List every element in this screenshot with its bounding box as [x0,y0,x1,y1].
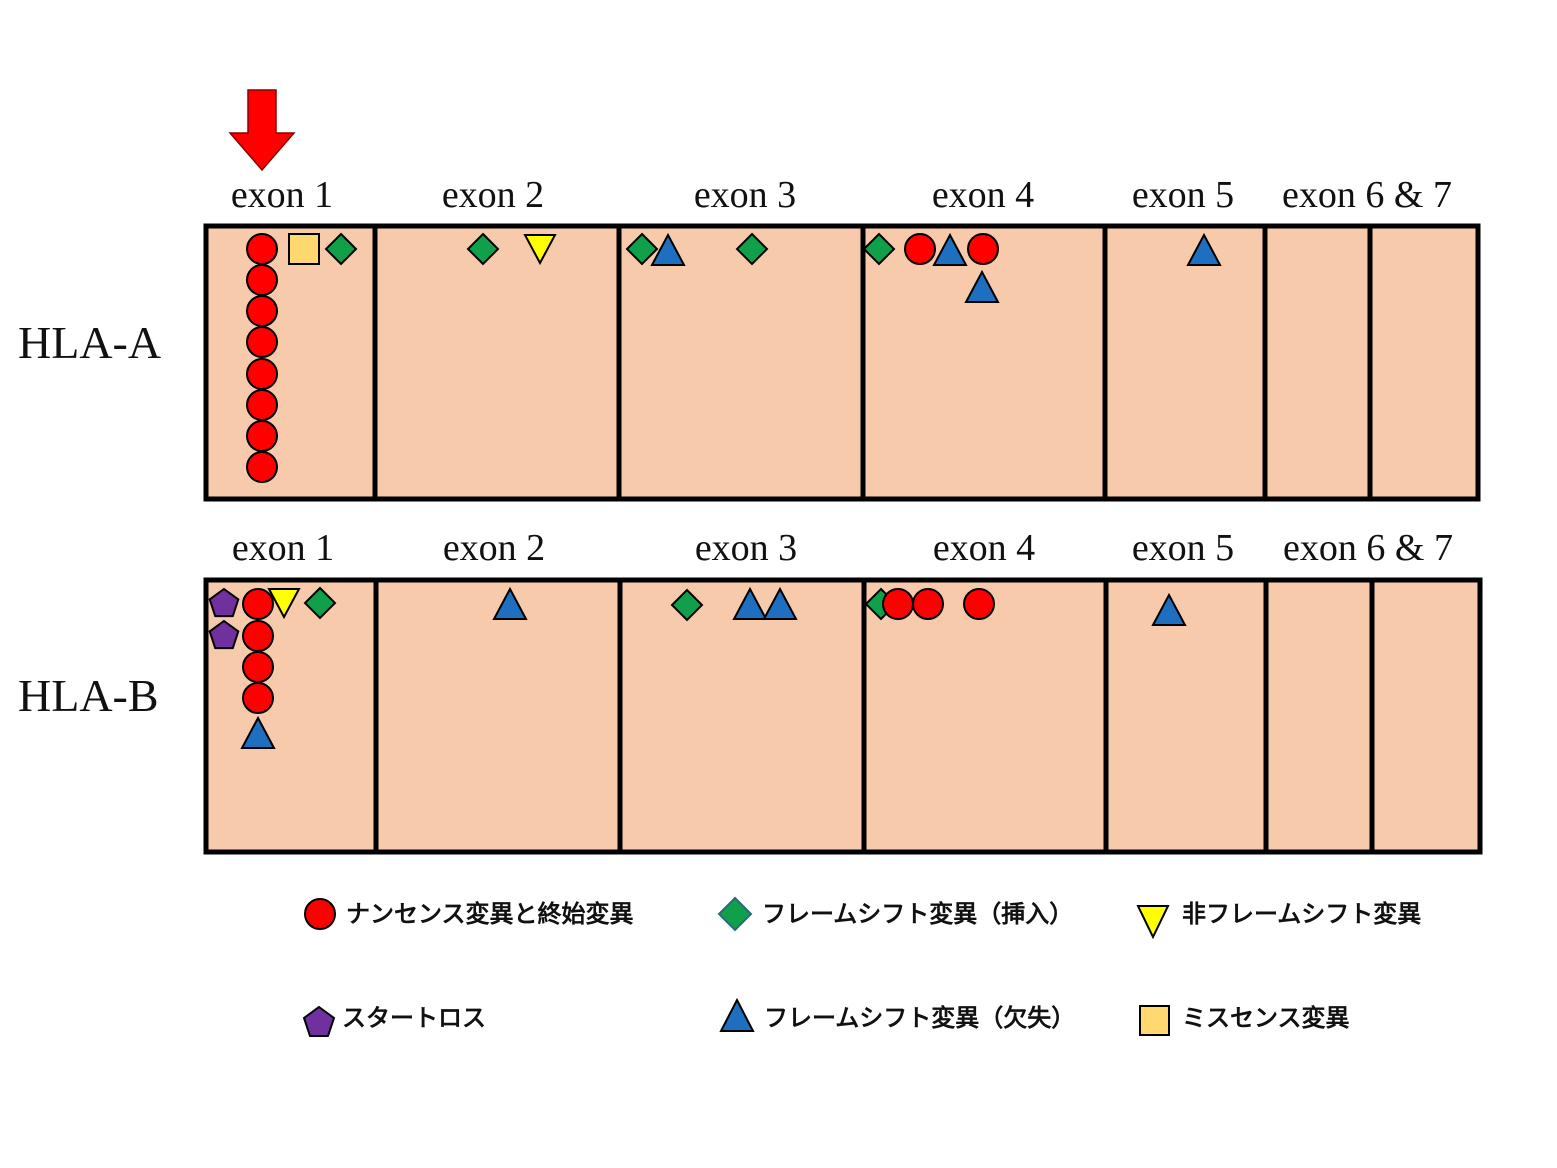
blue-up-triangle-icon [719,997,755,1032]
missense-marker [288,233,320,265]
deletion-marker [1186,232,1222,266]
start-loss-marker [208,619,240,650]
nonsense-marker [246,451,278,483]
legend-item-missense: ミスセンス変異 [1139,1004,1350,1036]
insertion-marker [324,232,358,266]
legend-label-missense: ミスセンス変異 [1182,1004,1350,1032]
deletion-marker [964,269,1000,303]
gene-label-hla-a: HLA-A [18,317,161,368]
in-frame-marker [523,234,557,266]
exon-label-2: exon 2 [443,527,545,569]
nonsense-marker [904,233,936,265]
gene-label-hla-b: HLA-B [18,670,159,721]
nonsense-marker [246,233,278,265]
gene-track-hla-b [203,577,1483,855]
nonsense-marker [246,358,278,390]
legend-label-insertion: フレームシフト変異（挿入） [762,900,1073,928]
legend-item-in-frame: 非フレームシフト変異 [1136,900,1421,940]
down-arrow-icon [228,89,296,172]
insertion-marker [303,586,337,620]
exon-label-1: exon 1 [232,527,334,569]
exon-label-5: exon 5 [1132,527,1234,569]
mutation-markers-hla-a [246,232,1222,483]
nonsense-marker [963,588,995,620]
green-diamond-icon [717,896,753,932]
insertion-marker [466,232,500,266]
exon-label-2: exon 2 [442,174,544,216]
exon-label-6-7: exon 6 & 7 [1282,174,1452,216]
exon-label-5: exon 5 [1132,174,1234,216]
nonsense-marker [242,651,274,683]
nonsense-marker [912,588,944,620]
nonsense-marker [967,233,999,265]
exon-label-4: exon 4 [933,527,1035,569]
start-loss-marker [208,587,240,618]
exon-label-3: exon 3 [694,174,796,216]
nonsense-marker [242,682,274,714]
yellow-square-icon [1139,1005,1170,1036]
exon-label-6-7: exon 6 & 7 [1283,527,1453,569]
deletion-marker [732,586,768,620]
exon-label-3: exon 3 [695,527,797,569]
deletion-marker [1151,592,1187,626]
legend-label-nonsense: ナンセンス変異と終始変異 [346,900,634,928]
nonsense-marker [246,326,278,358]
legend-item-nonsense: ナンセンス変異と終始変異 [304,898,634,930]
insertion-marker [735,232,769,266]
nonsense-marker [246,264,278,296]
legend-label-deletion: フレームシフト変異（欠失） [764,1004,1075,1032]
nonsense-marker [242,588,274,620]
legend-label-start-loss: スタートロス [342,1004,486,1032]
gene-panel-hla-b: HLA-B exon 1 exon 2 exon 3 exon 4 exon 5… [18,527,1483,855]
in-frame-marker [267,588,301,620]
legend-item-deletion: フレームシフト変異（欠失） [719,997,1075,1032]
deletion-marker [650,232,686,266]
deletion-marker [492,586,528,620]
deletion-marker [762,586,798,620]
nonsense-marker [246,295,278,327]
legend: ナンセンス変異と終始変異 フレームシフト変異（挿入） 非フレームシフト変異 スタ… [302,896,1421,1037]
insertion-marker [625,232,659,266]
gene-panel-hla-a: HLA-A exon 1 exon 2 exon 3 exon 4 exon 5… [18,174,1481,502]
insertion-marker [862,232,896,266]
legend-label-in-frame: 非フレームシフト変異 [1182,900,1421,928]
deletion-marker [240,715,276,749]
insertion-marker [670,588,704,622]
legend-item-insertion: フレームシフト変異（挿入） [717,896,1073,932]
red-circle-icon [304,898,336,930]
legend-item-start-loss: スタートロス [302,1004,486,1037]
exon-label-1: exon 1 [231,174,333,216]
nonsense-marker [882,588,914,620]
gene-track-hla-a [203,223,1481,502]
nonsense-marker [242,620,274,652]
purple-pentagon-icon [302,1005,336,1037]
nonsense-marker [246,389,278,421]
mutation-markers-hla-b [208,586,1187,749]
yellow-down-triangle-icon [1136,905,1170,940]
deletion-marker [932,232,968,266]
nonsense-marker [246,420,278,452]
exon-label-4: exon 4 [932,174,1034,216]
